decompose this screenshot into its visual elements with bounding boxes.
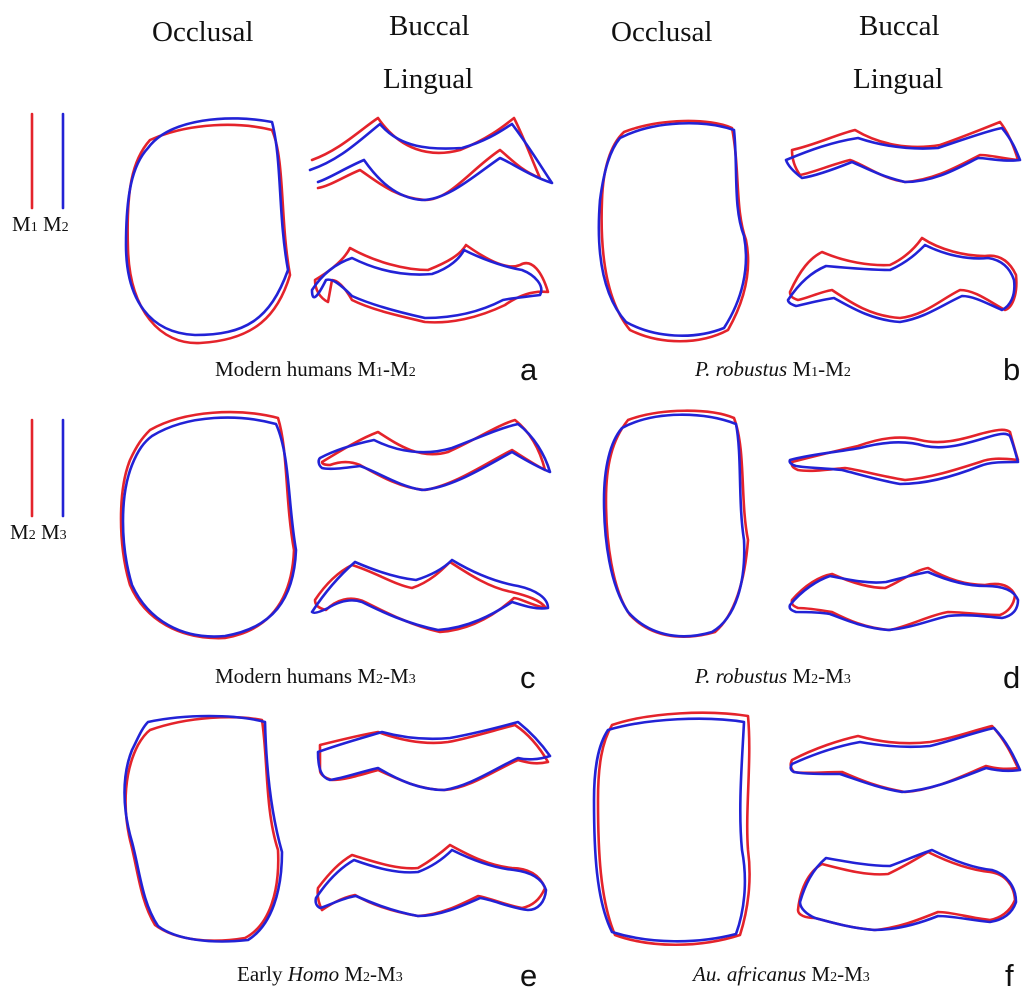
panel-d-lingual-blue (790, 572, 1018, 630)
panel-a-buccal-red (312, 118, 540, 200)
panel-e-buccal-red (320, 725, 548, 790)
panel-f-lingual-red (798, 852, 1015, 930)
panel-f-occlusal-blue (594, 719, 745, 942)
panel-c-lingual-blue (312, 560, 548, 630)
panel-c-buccal-blue (319, 424, 550, 490)
panel-a-lingual-red (315, 245, 548, 322)
panel-d-occlusal-blue (604, 415, 744, 637)
panel-b-drawings (599, 121, 1020, 341)
panel-c-occlusal-red (121, 412, 294, 638)
panel-a-drawings (126, 118, 552, 343)
panel-b-lingual-red (790, 238, 1016, 318)
panel-d-occlusal-red (606, 411, 748, 637)
panel-c-occlusal-blue (123, 418, 296, 637)
panel-c-drawings (121, 412, 550, 638)
panel-b-occlusal-blue (599, 123, 746, 335)
panel-c-buccal-red (322, 420, 545, 490)
panel-e-occlusal-blue (125, 716, 283, 941)
panel-b-occlusal-red (602, 121, 749, 341)
panel-a-occlusal-blue (126, 118, 288, 335)
panel-e-drawings (125, 716, 551, 941)
panel-c-lingual-red (315, 562, 546, 632)
panel-f-occlusal-red (598, 713, 750, 945)
panel-f-drawings (594, 713, 1020, 945)
panel-d-drawings (604, 411, 1018, 637)
panel-a-lingual-blue (312, 250, 541, 318)
panel-d-buccal-blue (790, 434, 1018, 484)
panel-e-buccal-blue (318, 722, 550, 790)
panel-f-buccal-red (791, 726, 1018, 792)
panel-f-buccal-blue (791, 728, 1020, 792)
